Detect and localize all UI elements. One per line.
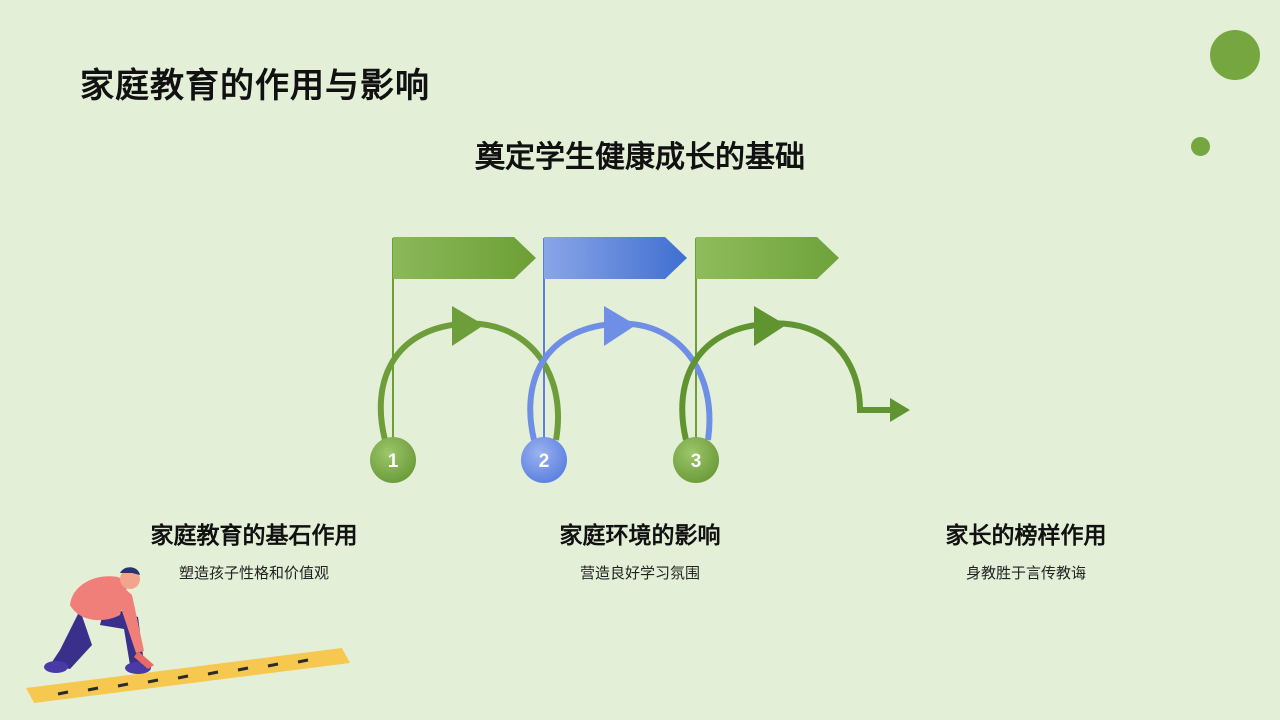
- step-marker-2: 2: [521, 437, 567, 483]
- step-number-2: 2: [539, 451, 550, 472]
- flag-3: [695, 237, 839, 440]
- arc-arrow-3: [754, 306, 786, 346]
- step-item-1: 家庭教育的基石作用 塑造孩子性格和价值观: [94, 516, 414, 583]
- step-number-3: 3: [691, 451, 702, 472]
- step-desc-2: 营造良好学习氛围: [579, 564, 700, 582]
- slide-title: 家庭教育的作用与影响: [80, 66, 430, 106]
- slide-subtitle: 奠定学生健康成长的基础: [475, 140, 805, 175]
- step-marker-3: 3: [673, 437, 719, 483]
- flag-1: [392, 237, 536, 440]
- end-arrow: [890, 398, 910, 422]
- step-desc-3: 身教胜于言传教诲: [965, 564, 1086, 582]
- step-title-3: 家长的榜样作用: [945, 523, 1107, 549]
- step-desc-1: 塑造孩子性格和价值观: [178, 564, 329, 582]
- arc-3: [679, 320, 893, 441]
- step-item-2: 家庭环境的影响 营造良好学习氛围: [480, 516, 800, 583]
- step-item-3: 家长的榜样作用 身教胜于言传教诲: [866, 516, 1186, 583]
- decorative-dot-large: [1210, 30, 1260, 80]
- flag-2: [543, 237, 687, 440]
- step-title-1: 家庭教育的基石作用: [150, 523, 358, 549]
- arc-arrow-2: [604, 306, 636, 346]
- runner-illustration: [26, 567, 350, 703]
- step-marker-1: 1: [370, 437, 416, 483]
- decorative-dot-small: [1191, 137, 1210, 156]
- step-title-2: 家庭环境的影响: [559, 523, 721, 549]
- step-number-1: 1: [388, 451, 399, 472]
- arc-arrow-1: [452, 306, 484, 346]
